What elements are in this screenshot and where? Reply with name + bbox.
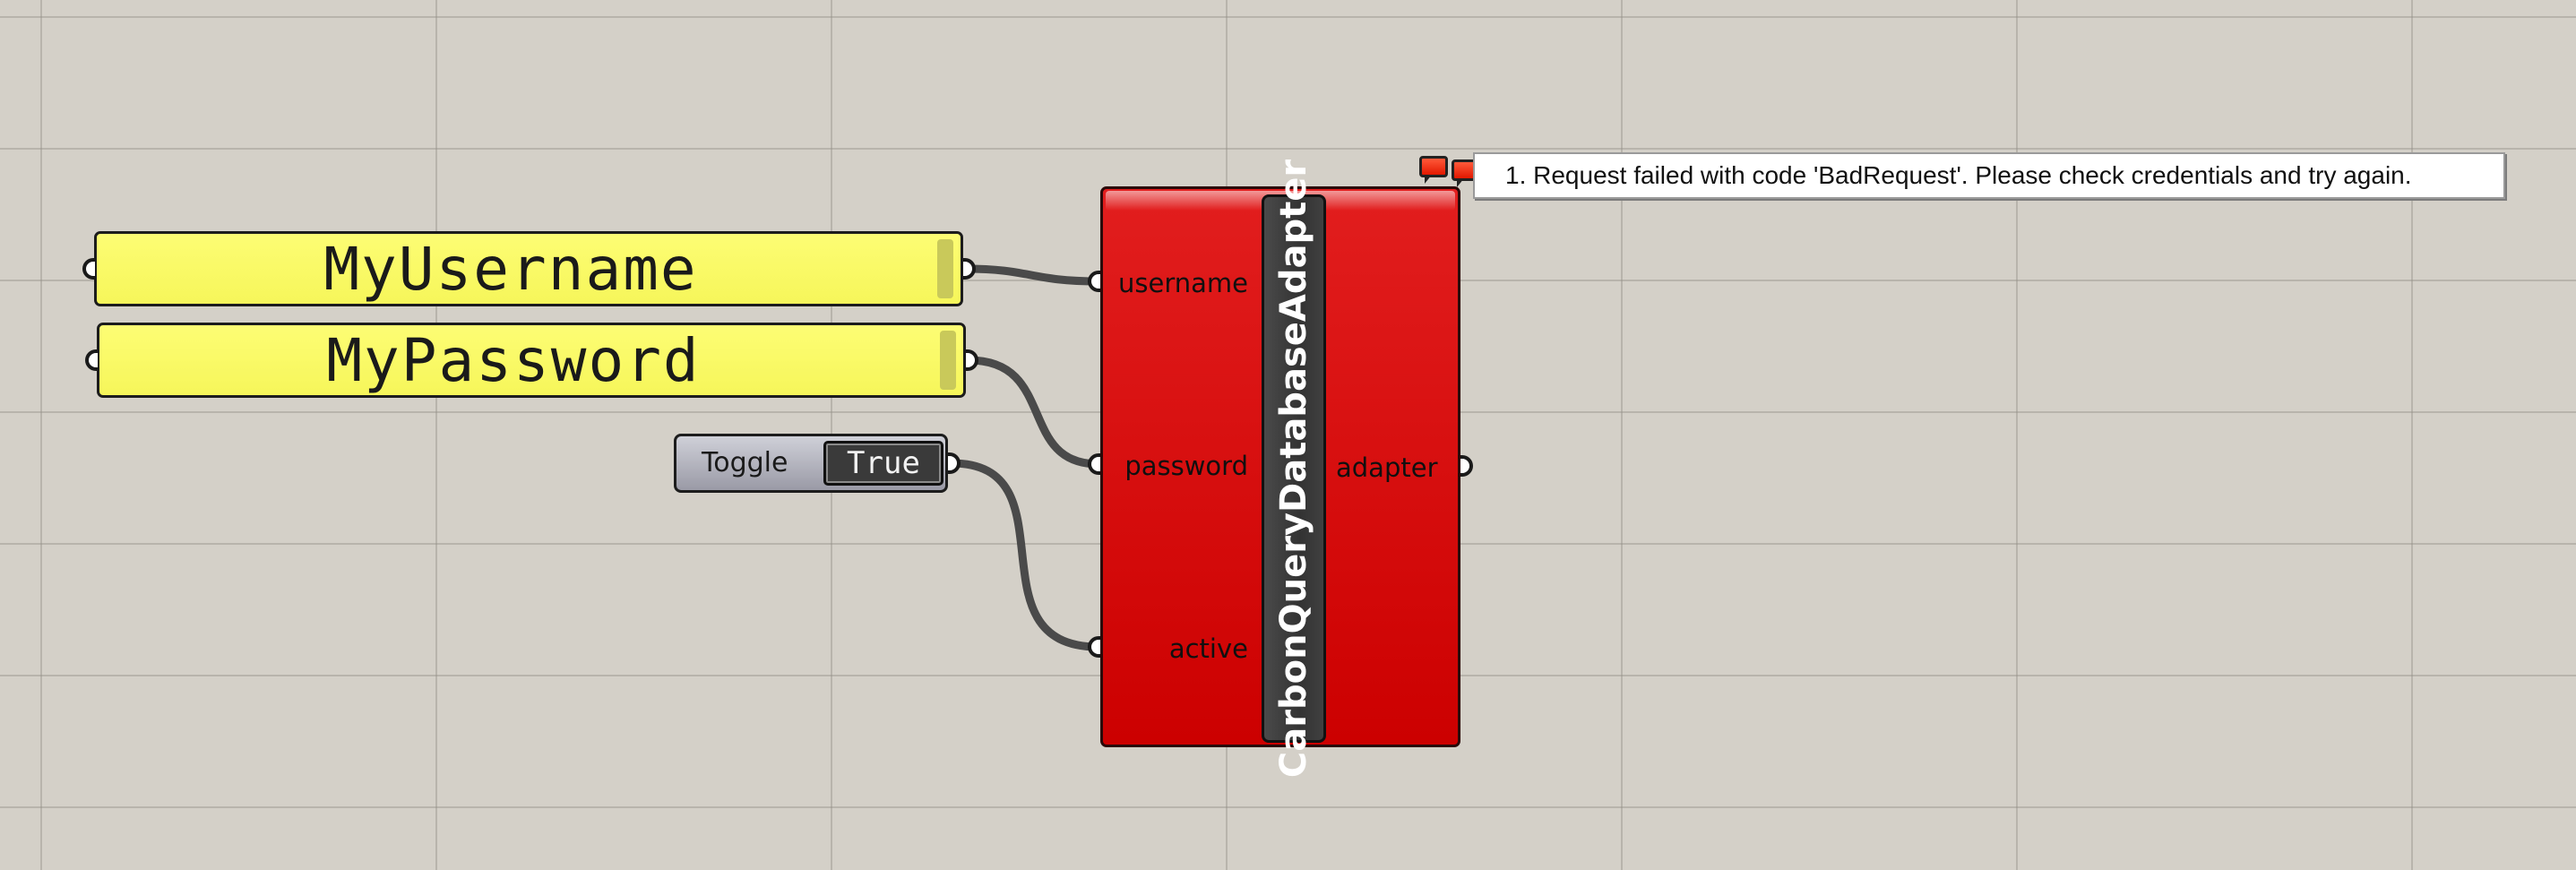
input-param-username[interactable]: username [1118, 268, 1248, 298]
username-panel-text: MyUsername [323, 234, 698, 304]
input-param-password[interactable]: password [1124, 451, 1248, 481]
password-panel[interactable]: MyPassword [97, 323, 966, 398]
wire-active[interactable] [951, 459, 1099, 651]
wire-username[interactable] [965, 264, 1099, 286]
component-input-grip-password[interactable] [1088, 453, 1100, 475]
panel-scrollbar[interactable] [937, 239, 953, 298]
error-balloon-icon[interactable] [1419, 156, 1453, 186]
panel-scrollbar[interactable] [940, 331, 956, 390]
wire-password[interactable] [968, 356, 1099, 469]
output-param-adapter[interactable]: adapter [1336, 452, 1438, 483]
input-param-active[interactable]: active [1168, 633, 1248, 664]
carbon-query-database-adapter-component[interactable]: username password active CarbonQueryData… [1100, 159, 1460, 778]
component-name: CarbonQueryDatabaseAdapter [1273, 159, 1314, 779]
password-panel-input-grip[interactable] [85, 349, 98, 371]
component-input-grip-active[interactable] [1088, 636, 1100, 658]
toggle-output-grip[interactable] [948, 452, 961, 474]
component-name-bar[interactable]: CarbonQueryDatabaseAdapter [1262, 159, 1326, 778]
error-message-tooltip: 1. Request failed with code 'BadRequest'… [1473, 152, 2505, 199]
username-panel-output-grip[interactable] [963, 258, 976, 280]
toggle-label: Toggle [702, 447, 788, 478]
toggle-value-button[interactable]: True [823, 441, 943, 486]
component-output-grip-adapter[interactable] [1460, 455, 1473, 477]
component-input-grip-username[interactable] [1088, 271, 1100, 292]
username-panel[interactable]: MyUsername [94, 231, 963, 306]
username-panel-input-grip[interactable] [82, 258, 95, 280]
password-panel-text: MyPassword [326, 325, 701, 395]
boolean-toggle[interactable]: Toggle True [674, 434, 948, 493]
error-message-text: 1. Request failed with code 'BadRequest'… [1505, 161, 2412, 189]
password-panel-output-grip[interactable] [966, 349, 978, 371]
